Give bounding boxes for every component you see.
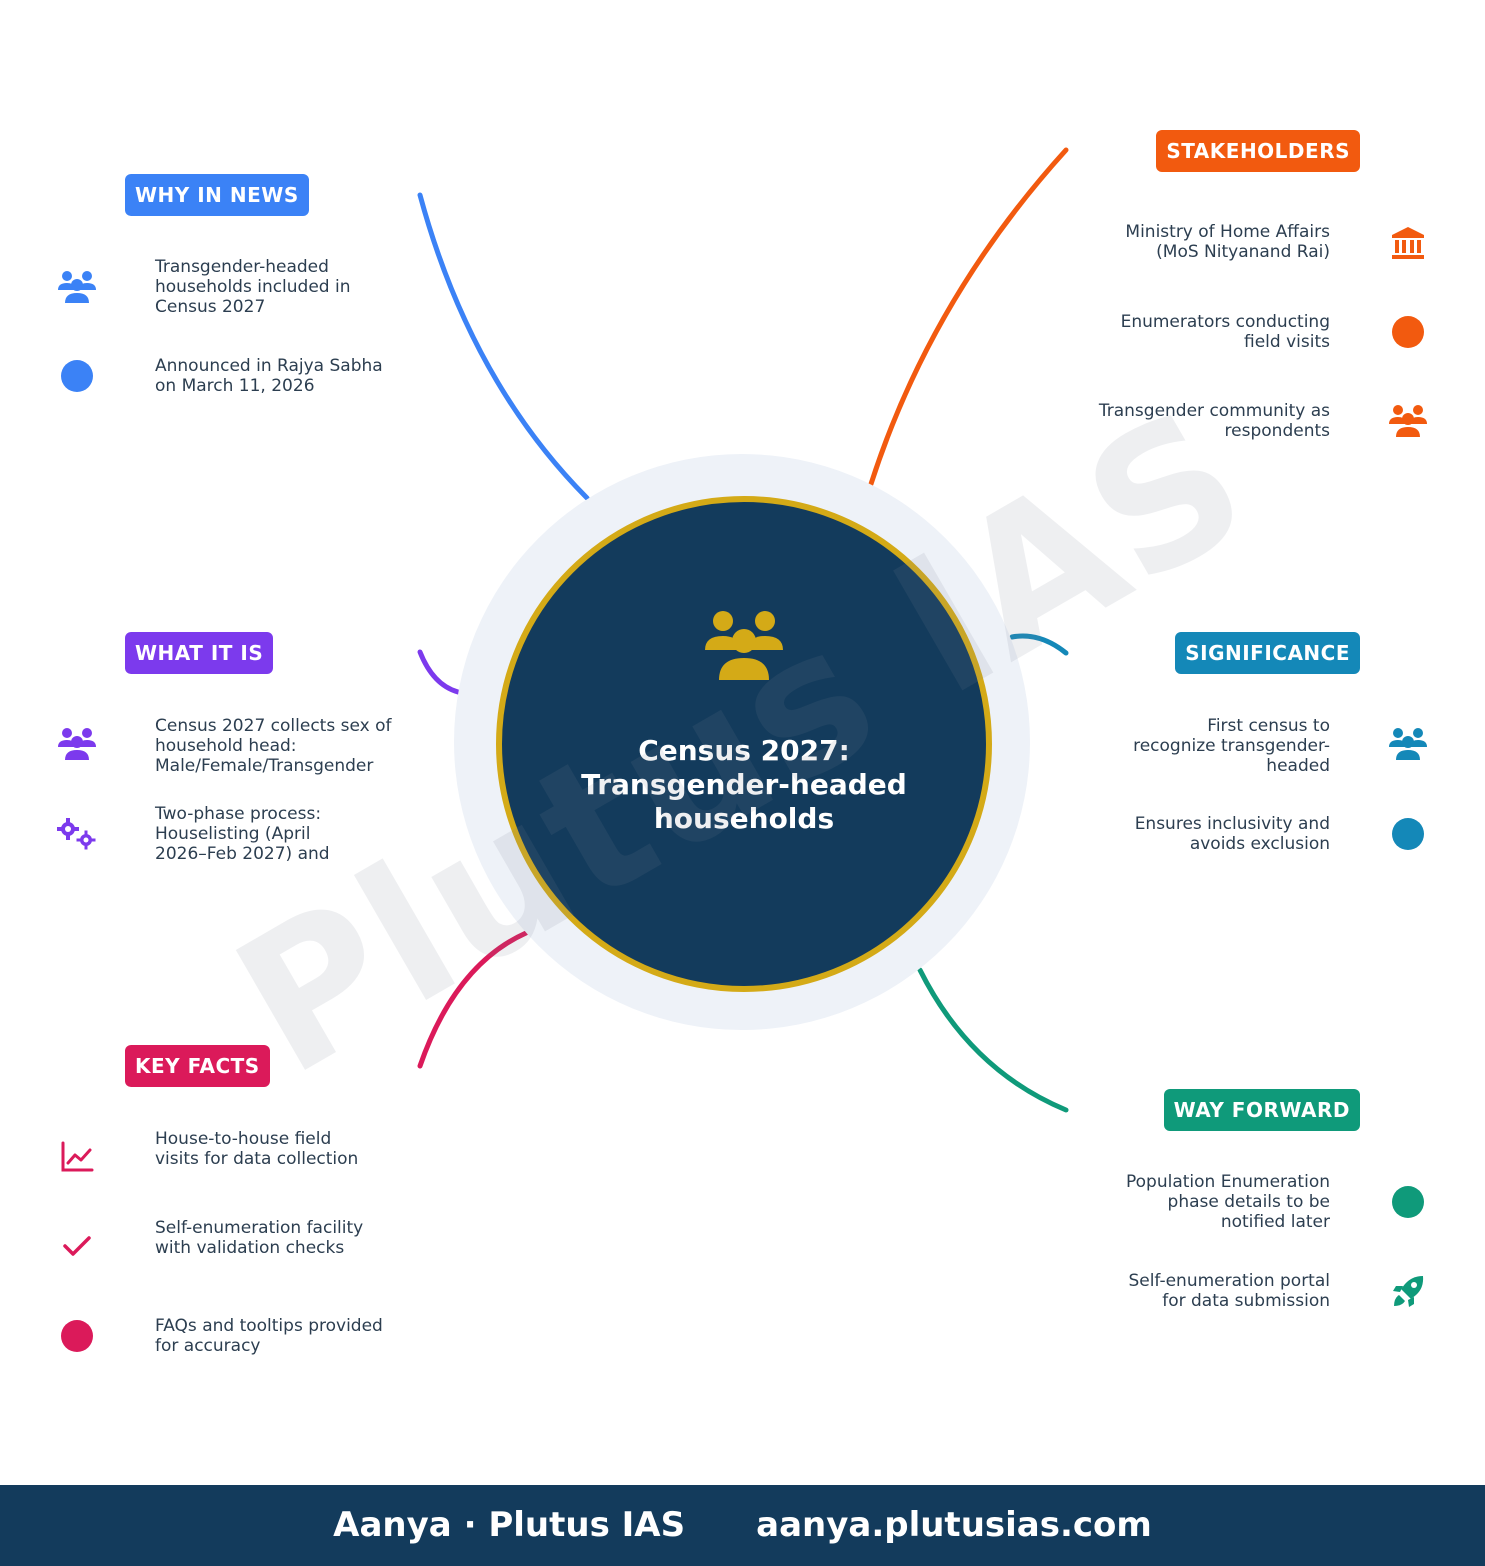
footer-url[interactable]: aanya.plutusias.com	[756, 1505, 1152, 1545]
people-group-icon	[1389, 405, 1427, 437]
bank-icon	[1392, 227, 1424, 259]
people-group-icon	[705, 611, 783, 680]
connector-stakeholders	[868, 147, 1069, 487]
key-facts-item: House-to-house field visits for data col…	[155, 1129, 359, 1169]
dot-icon	[1392, 1186, 1424, 1218]
significance-item: Ensures inclusivity and avoids exclusion	[1134, 814, 1330, 854]
key-facts-item: Self-enumeration facility with validatio…	[155, 1218, 364, 1258]
stakeholders-item: Transgender community as respondents	[1098, 401, 1330, 441]
people-group-icon	[1389, 728, 1427, 760]
connector-way-forward	[917, 967, 1069, 1113]
badge-stakeholders: STAKEHOLDERS	[1156, 130, 1360, 172]
check-icon	[63, 1236, 91, 1256]
what-it-is-item: Census 2027 collects sex of household he…	[155, 716, 392, 776]
badge-way-forward: WAY FORWARD	[1163, 1089, 1360, 1131]
way-forward-item: Population Enumeration phase details to …	[1126, 1172, 1330, 1232]
footer-bar: Aanya · Plutus IAS aanya.plutusias.com	[0, 1485, 1485, 1566]
people-group-icon	[58, 271, 96, 303]
stakeholders-item: Enumerators conducting field visits	[1120, 312, 1330, 352]
footer-brand: Aanya · Plutus IAS	[333, 1505, 686, 1545]
stakeholders-item: Ministry of Home Affairs (MoS Nityanand …	[1125, 222, 1330, 262]
gears-icon	[57, 818, 96, 850]
dot-icon	[1392, 316, 1424, 348]
dot-icon	[61, 1320, 93, 1352]
badge-why-in-news: WHY IN NEWS	[125, 174, 309, 216]
line-chart-icon	[61, 1141, 94, 1172]
what-it-is-item: Two-phase process: Houselisting (April 2…	[155, 804, 330, 864]
badge-what-it-is: WHAT IT IS	[125, 632, 274, 674]
why-in-news-item: Announced in Rajya Sabha on March 11, 20…	[155, 356, 383, 396]
why-in-news-item: Transgender-headed households included i…	[155, 257, 351, 317]
connector-what-it-is	[417, 649, 461, 695]
connector-significance	[1009, 633, 1069, 656]
dot-icon	[1392, 818, 1424, 850]
rocket-icon	[1393, 1276, 1424, 1307]
badge-significance: SIGNIFICANCE	[1175, 632, 1360, 674]
hub-title: Census 2027: Transgender-headed househol…	[581, 734, 907, 835]
key-facts-item: FAQs and tooltips provided for accuracy	[155, 1316, 383, 1356]
way-forward-item: Self-enumeration portal for data submiss…	[1128, 1271, 1330, 1311]
significance-item: First census to recognize transgender-he…	[1133, 716, 1330, 776]
dot-icon	[61, 360, 93, 392]
people-group-icon	[58, 728, 96, 760]
central-hub: Census 2027: Transgender-headed househol…	[496, 496, 992, 992]
connector-why-in-news	[417, 192, 590, 501]
connector-key-facts	[417, 930, 529, 1069]
badge-key-facts: KEY FACTS	[125, 1045, 270, 1087]
